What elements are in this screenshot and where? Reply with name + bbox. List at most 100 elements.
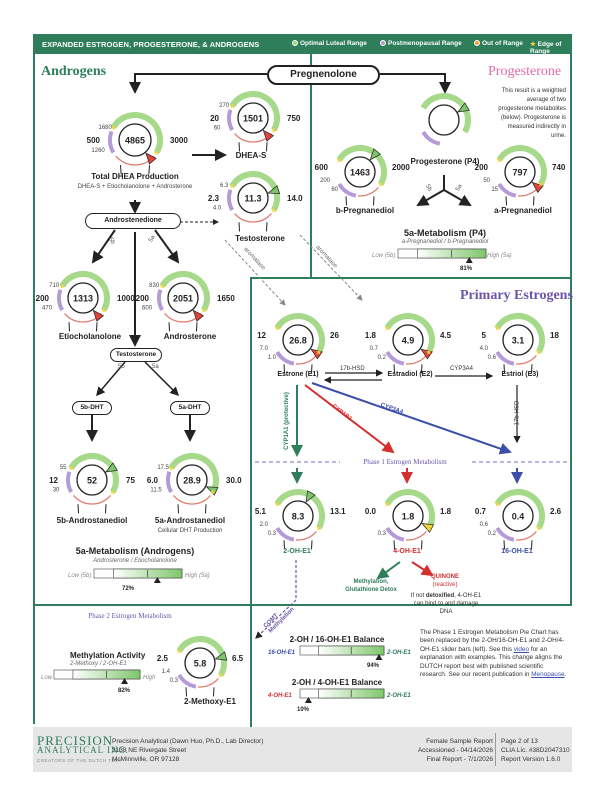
gauge-estriol-min: 5 <box>482 331 487 340</box>
divider-estrogens-top <box>250 277 572 279</box>
gauge-2-oh-e1-value: 8.3 <box>292 512 305 522</box>
gauge-estradiol-marker <box>420 348 433 360</box>
estrone-label: Estrone (E1) <box>277 371 319 378</box>
star-icon: ★ <box>271 127 277 135</box>
gauge-a-pregnanediol-pm-high: 50 <box>483 178 490 184</box>
legend-dot-icon <box>292 40 298 46</box>
star-icon: ★ <box>176 648 182 656</box>
star-icon: ★ <box>159 283 165 291</box>
hsd-vertical-label: 17b-HSD <box>514 400 521 426</box>
gauge-androsterone-postmeno-arc <box>157 289 165 311</box>
gauge-dhea-s-postmeno-arc <box>227 109 235 131</box>
methylation-slider <box>53 669 141 684</box>
gauge-2-methoxy-e1-value: 5.8 <box>194 659 207 669</box>
gauge-dhea-s-min: 20 <box>210 114 219 123</box>
gauge-etiocholanolone-pm-high: 710 <box>49 283 60 289</box>
quinone-note: If not detoxified, 4-OH-E1 can bind to a… <box>410 593 482 615</box>
star-icon: ★ <box>154 149 160 157</box>
gauge-b-pregnanediol-value: 1463 <box>350 168 370 178</box>
brand-name: PRECISION <box>37 733 114 748</box>
gauge-4-oh-e1-marker <box>421 523 435 533</box>
estrogens-title: Primary Estrogens <box>460 288 573 303</box>
gauge-estrone-pm-low: 1.0 <box>268 355 277 361</box>
star-icon: ★ <box>538 181 544 189</box>
gauge-estriol-value: 3.1 <box>512 336 525 346</box>
methylation-high: High <box>143 675 156 681</box>
gauge-4-oh-e1-value: 1.8 <box>402 512 415 522</box>
gauge-16-oh-e1-value: 0.4 <box>512 512 525 522</box>
gauge-2-oh-e1-pm-high: 2.0 <box>260 522 269 528</box>
2-methoxy-e1-label: 2-Methoxy-E1 <box>183 697 236 706</box>
star-icon: ★ <box>271 207 277 215</box>
gauge-testosterone-max: 14.0 <box>287 194 303 203</box>
menopause-link[interactable]: Menopause <box>531 671 565 679</box>
p4-metab-title: 5a-Metabolism (P4) <box>403 228 487 238</box>
gauge-16-oh-e1-pm-high: 0.6 <box>480 522 489 528</box>
legend-dot-icon <box>474 40 480 46</box>
balance1-slider <box>299 645 385 660</box>
gauge-estrone-pm-high: 7.0 <box>260 346 269 352</box>
gauge-androsterone-max: 1650 <box>217 294 235 303</box>
star-icon: ★ <box>274 325 280 333</box>
gauge-estrone-value: 26.8 <box>289 336 307 346</box>
gauge-5b-androstanediol-optimal-arc <box>68 453 119 494</box>
gauge-2-methoxy-e1-pm-low: 0.3 <box>170 678 179 684</box>
balance2-left: 4-OH-E1 <box>268 693 292 699</box>
phase1-title: Phase 1 Estrogen Metabolism <box>340 458 470 466</box>
gauge-a-pregnanediol-min: 200 <box>475 163 489 172</box>
gauge-dhea-s-marker <box>262 129 274 142</box>
star-icon: ★ <box>494 325 500 333</box>
gauge-androsterone-min: 200 <box>136 294 150 303</box>
quinone-sub: (reactive) <box>432 582 458 588</box>
cyp1a1-label: CYP1A1 (protective) <box>283 392 290 450</box>
balance1-pct: 94% <box>367 663 380 669</box>
star-icon: ★ <box>536 525 542 533</box>
methylation-pct: 82% <box>118 688 131 694</box>
gauge-2-methoxy-e1-pm-high: 1.4 <box>162 669 171 675</box>
gauge-etiocholanolone-value: 1313 <box>73 294 93 304</box>
star-icon: ★ <box>384 325 390 333</box>
gauge-dhea-s-pm-low: 60 <box>214 126 221 132</box>
gauge-2-methoxy-e1-marker <box>214 651 228 661</box>
gauge-5a-androstanediol-marker <box>205 486 219 496</box>
star-icon: ★ <box>110 489 116 497</box>
video-link[interactable]: video <box>513 645 530 653</box>
pie-chart-note: The Phase 1 Estrogen Metabolism Pie Char… <box>420 629 567 679</box>
gauge-5b-androstanediol-pm-low: 30 <box>53 488 60 494</box>
star-icon: ★ <box>536 349 542 357</box>
progesterone-p4-label: Progesterone (P4) <box>410 157 480 166</box>
gauge-androsterone-optimal-arc <box>159 271 210 312</box>
gauge-5a-androstanediol-pm-low: 11.5 <box>150 488 162 494</box>
cyp3a4-label: CYP3A4 <box>450 366 474 372</box>
gauge-4-oh-e1-min: 0.0 <box>365 507 377 516</box>
star-icon: ★ <box>59 283 65 291</box>
star-icon: ★ <box>384 501 390 509</box>
gauge-estradiol-min: 1.8 <box>365 331 377 340</box>
balance2-slider <box>299 688 385 703</box>
balance1-right: 2-OH-E1 <box>387 650 411 656</box>
gauge-5a-androstanediol-max: 30.0 <box>226 476 242 485</box>
star-icon: ★ <box>316 349 322 357</box>
gauge-etiocholanolone-max: 1000 <box>117 294 135 303</box>
progesterone-title: Progesterone <box>488 64 562 79</box>
androgen-metab-slider <box>93 568 183 583</box>
5b-dht-node: 5b-DHT <box>72 401 112 415</box>
gauge-estradiol-max: 4.5 <box>440 331 452 340</box>
divider-vertical <box>310 54 312 278</box>
star-icon: ★ <box>201 307 207 315</box>
star-icon: ★ <box>336 157 342 165</box>
gauge-4-oh-e1-pm-low: 0.3 <box>378 531 387 537</box>
methylation-slider-marker <box>121 678 129 684</box>
progesterone-note: This result is a weighted average of two… <box>498 88 566 139</box>
p4-metab-sub: a-Pregnanediol / b-Pregnanediol <box>401 239 489 245</box>
balance1-title: 2-OH / 16-OH-E1 Balance <box>289 635 385 644</box>
quinone-label: QUINONE <box>430 574 459 580</box>
gauge-5b-androstanediol-value: 52 <box>87 476 97 486</box>
5b-androstanediol-label: 5b-Androstanediol <box>56 516 128 525</box>
gauge-5a-androstanediol-postmeno-arc <box>166 471 174 493</box>
